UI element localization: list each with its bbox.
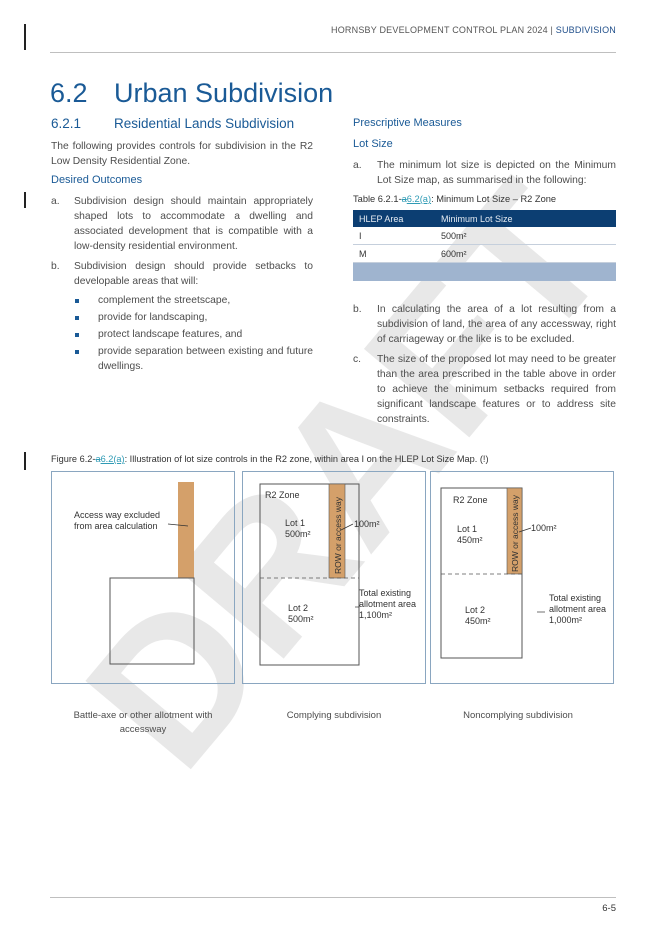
lot1-area: 500m²	[285, 529, 311, 539]
table-row: M 600m²	[353, 244, 616, 263]
figure-panel-complying: R2 Zone Lot 1 500m² ROW or access way 10…	[242, 471, 426, 684]
prescriptive-item-b: In calculating the area of a lot resulti…	[377, 304, 616, 345]
table-footer-band	[353, 263, 616, 281]
lot1-area: 450m²	[457, 535, 483, 545]
row-area: 100m²	[354, 519, 380, 529]
table-cell: M	[353, 244, 435, 263]
noncomplying-diagram: R2 Zone Lot 1 450m² ROW or access way 10…	[440, 487, 606, 659]
panel1-caption: Battle-axe or other allotment with acces…	[73, 710, 213, 735]
zone-label: R2 Zone	[453, 495, 488, 505]
list-marker: b.	[51, 261, 60, 272]
prescriptive-item-c: The size of the proposed lot may need to…	[377, 354, 616, 425]
table-caption-deleted: a	[401, 194, 407, 204]
header-title: HORNSBY DEVELOPMENT CONTROL PLAN 2024	[331, 25, 548, 35]
table-caption: Table 6.2.1-a6.2(a): Minimum Lot Size – …	[353, 194, 556, 204]
table-caption-inserted: 6.2(a)	[406, 194, 432, 204]
outcome-item-b: Subdivision design should provide setbac…	[74, 261, 313, 287]
lot-size-table-wrap: HLEP Area Minimum Lot Size I 500m² M 600…	[353, 210, 616, 281]
change-bar	[24, 192, 26, 208]
bullet-icon	[75, 333, 79, 337]
section-title: Urban Subdivision	[114, 78, 334, 108]
outcome-item-a: Subdivision design should maintain appro…	[74, 196, 313, 252]
lot2-area: 500m²	[288, 614, 314, 624]
bullet-icon	[75, 350, 79, 354]
figure-caption-deleted: a	[95, 454, 101, 464]
table-header-cell: HLEP Area	[353, 210, 435, 227]
total-area: 1,100m²	[359, 610, 392, 620]
accessway-strip	[178, 482, 194, 578]
lot2-area: 450m²	[465, 616, 491, 626]
table-header-row: HLEP Area Minimum Lot Size	[353, 210, 616, 227]
table-cell: 500m²	[435, 227, 616, 245]
table-cell: 600m²	[435, 244, 616, 263]
figure-panel-noncomplying: R2 Zone Lot 1 450m² ROW or access way 10…	[430, 471, 614, 684]
row-area: 100m²	[531, 523, 557, 533]
left-column: The following provides controls for subd…	[51, 139, 313, 169]
header-rule	[50, 52, 616, 53]
figure-caption-inserted: 6.2(a)	[100, 454, 125, 464]
total-line2: allotment area	[359, 599, 416, 609]
bullet-item: complement the streetscape,	[98, 295, 231, 306]
change-bar	[24, 452, 26, 470]
lot1-label: Lot 1	[285, 518, 305, 528]
change-bar	[24, 24, 26, 50]
figure-caption-suffix: : Illustration of lot size controls in t…	[124, 454, 489, 464]
list-marker: a.	[51, 196, 60, 207]
prescriptive-heading: Prescriptive Measures	[353, 117, 462, 129]
bullet-icon	[75, 299, 79, 303]
header-section: SUBDIVISION	[555, 25, 616, 35]
allotment-outline	[109, 577, 195, 665]
figure-caption: Figure 6.2-a6.2(a): Illustration of lot …	[51, 454, 489, 464]
bullet-item: provide separation between existing and …	[98, 346, 313, 372]
footer-rule	[50, 897, 616, 898]
total-line1: Total existing	[359, 588, 411, 598]
label-leader-line	[167, 523, 189, 527]
allotment-outline	[259, 483, 360, 666]
row-leader-line	[518, 527, 532, 533]
zone-label: R2 Zone	[265, 490, 300, 500]
table-row: I 500m²	[353, 227, 616, 245]
panel1-label-line2: from area calculation	[74, 521, 158, 531]
table-cell: I	[353, 227, 435, 245]
table-caption-suffix: : Minimum Lot Size – R2 Zone	[431, 194, 557, 204]
bullet-icon	[75, 316, 79, 320]
subsection-title: Residential Lands Subdivision	[114, 116, 295, 131]
total-line1: Total existing	[549, 593, 601, 603]
intro-paragraph: The following provides controls for subd…	[51, 141, 313, 167]
bullet-item: protect landscape features, and	[98, 329, 243, 340]
section-number: 6.2	[50, 78, 88, 108]
lot2-label: Lot 2	[288, 603, 308, 613]
figure-panel-battle-axe: Access way excluded from area calculatio…	[51, 471, 235, 684]
bullet-item: provide for landscaping,	[98, 312, 208, 323]
figure-caption-prefix: Figure 6.2-	[51, 454, 96, 464]
lot-size-heading: Lot Size	[353, 138, 393, 150]
panel3-caption: Noncomplying subdivision	[463, 710, 573, 721]
page-number: 6-5	[602, 903, 616, 914]
list-marker: b.	[353, 304, 362, 315]
subsection-heading: 6.2.1 Residential Lands Subdivision	[51, 116, 294, 131]
list-marker: a.	[353, 160, 362, 171]
table-header-cell: Minimum Lot Size	[435, 210, 616, 227]
lot1-label: Lot 1	[457, 524, 477, 534]
list-marker: c.	[353, 354, 362, 365]
panel1-label-line1: Access way excluded	[74, 510, 160, 520]
running-header: HORNSBY DEVELOPMENT CONTROL PLAN 2024 | …	[331, 25, 616, 35]
total-area: 1,000m²	[549, 615, 582, 625]
row-label: ROW or access way	[510, 494, 520, 572]
prescriptive-item-a: The minimum lot size is depicted on the …	[377, 160, 616, 186]
panel2-caption: Complying subdivision	[286, 710, 382, 721]
total-line2: allotment area	[549, 604, 606, 614]
complying-diagram: R2 Zone Lot 1 500m² ROW or access way 10…	[259, 483, 416, 666]
battle-axe-diagram: Access way excluded from area calculatio…	[74, 482, 195, 665]
lot2-label: Lot 2	[465, 605, 485, 615]
header-separator: |	[547, 25, 556, 35]
table-caption-prefix: Table 6.2.1-	[353, 194, 402, 204]
row-leader-line	[340, 523, 354, 531]
desired-outcomes-heading: Desired Outcomes	[51, 174, 143, 186]
section-heading: 6.2 Urban Subdivision	[50, 78, 333, 109]
row-label: ROW or access way	[333, 496, 343, 574]
subsection-number: 6.2.1	[51, 116, 82, 131]
lot-size-table: HLEP Area Minimum Lot Size I 500m² M 600…	[353, 210, 616, 263]
